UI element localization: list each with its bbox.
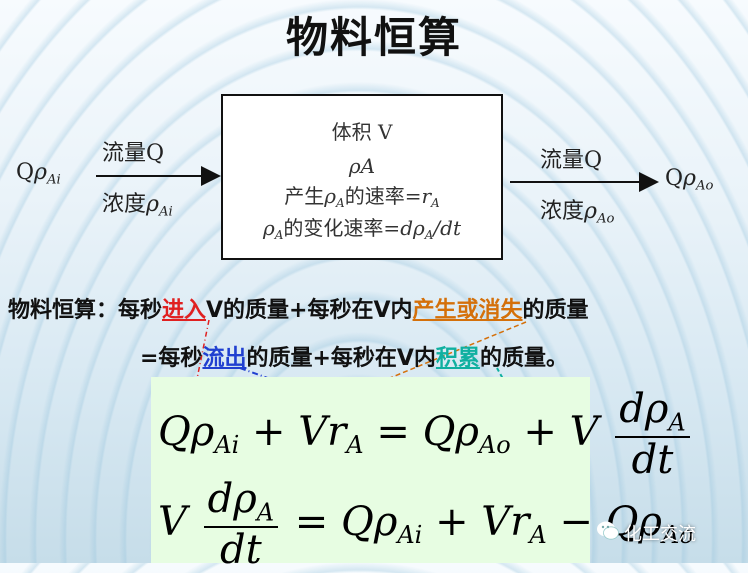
equation-panel [151,377,590,563]
reactor-volume-box: 体积 V ρA 产生ρA的速率=rA ρA的变化速率=dρA/dt [221,94,503,260]
balance-equation-1: QρAi + VrA = QρAo + V dρA dt [158,388,694,482]
outlet-flow-label: 流量Q [540,148,603,173]
box-rate-line: 产生ρA的速率=rA [284,184,440,211]
box-change-line: ρA的变化速率=dρA/dt [262,216,461,243]
derivative-fraction: dρA dt [203,478,279,572]
inlet-conc-label: 浓度ρAi [102,192,173,220]
page-title: 物料恒算 [285,13,462,62]
outlet-stream-label: QρAo [665,166,714,194]
outlet-conc-label: 浓度ρAo [540,199,615,227]
wechat-icon [597,521,619,540]
balance-equation-2: V dρA dt = QρAi + VrA − QρAo [158,476,694,573]
box-rho-line: ρA [348,154,376,178]
box-volume-line: 体积 V [331,120,393,144]
derivative-fraction: dρA dt [615,388,690,482]
balance-statement-line2: =每秒流出的质量+每秒在V内积累的质量。 [140,346,568,371]
inlet-flow-label: 流量Q [102,141,165,166]
inlet-stream-label: QρAi [16,160,61,188]
balance-statement-line1: 物料恒算：每秒进入V的质量+每秒在V内产生或消失的质量 [8,298,589,323]
watermark-text: 化工交流 [624,524,696,545]
